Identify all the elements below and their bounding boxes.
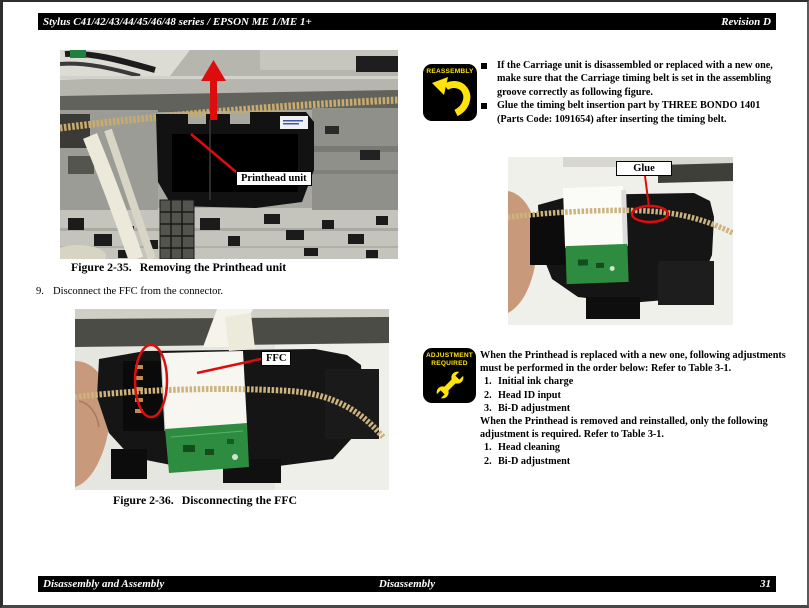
bullet-square-icon xyxy=(481,103,487,110)
figure-2-35-photo: Printhead unit xyxy=(60,50,398,259)
footer-section: Disassembly xyxy=(378,578,436,590)
red-up-arrow-icon xyxy=(201,60,226,120)
header-bar: Stylus C41/42/43/44/45/46/48 series / EP… xyxy=(38,13,776,30)
reassembly-notes: If the Carriage unit is disassembled or … xyxy=(480,59,795,126)
figure-2-36-caption: Figure 2-36. Disconnecting the FFC xyxy=(113,493,297,508)
step-9: 9. Disconnect the FFC from the connector. xyxy=(36,286,223,297)
figure-2-36-photo: FFC xyxy=(75,309,389,490)
reassembly-badge: REASSEMBLY xyxy=(423,64,477,121)
adjustment-list2-item: 2. Bi-D adjustment xyxy=(484,455,571,467)
highlight-ellipse xyxy=(630,204,670,224)
wrench-icon xyxy=(434,370,465,400)
bullet-square-icon xyxy=(481,63,487,69)
figure-title: Disconnecting the FFC xyxy=(181,493,298,507)
adjustment-list1-item: 2. Head ID input xyxy=(484,389,561,401)
header-revision: Revision D xyxy=(721,15,771,28)
ffc-callout: FFC xyxy=(261,351,292,366)
carriage-ffc-illustration xyxy=(75,309,389,490)
adjustment-list2-item: 1. Head cleaning xyxy=(484,442,560,454)
reassembly-bullet-2: Glue the timing belt insertion part by T… xyxy=(480,99,795,126)
callout-line xyxy=(644,175,650,208)
figure-title: Removing the Printhead unit xyxy=(139,260,287,274)
figure-number: Figure 2-35. xyxy=(71,260,132,274)
glue-point-illustration xyxy=(508,157,733,325)
glue-figure-photo: Glue xyxy=(508,157,733,325)
adjustment-badge-label-line1: ADJUSTMENT xyxy=(425,352,474,359)
adjustment-list1-item: 3. Bi-D adjustment xyxy=(484,402,571,414)
adjustment-paragraph-1: When the Printhead is replaced with a ne… xyxy=(480,350,786,375)
curved-reassembly-arrow-icon xyxy=(432,77,471,117)
step-text: Disconnect the FFC from the connector. xyxy=(53,286,224,297)
footer-chapter: Disassembly and Assembly xyxy=(43,578,165,590)
adjustment-required-badge: ADJUSTMENT REQUIRED xyxy=(423,348,476,403)
figure-number: Figure 2-36. xyxy=(113,493,174,507)
callout-line xyxy=(190,133,243,178)
reassembly-badge-label: REASSEMBLY xyxy=(426,68,474,75)
footer-page-number: 31 xyxy=(760,578,771,590)
adjustment-badge-label-line2: REQUIRED xyxy=(431,360,468,367)
callout-line xyxy=(196,357,262,375)
figure-2-35-caption: Figure 2-35. Removing the Printhead unit xyxy=(71,260,286,275)
adjustment-notes: When the Printhead is replaced with a ne… xyxy=(480,349,795,468)
header-title: Stylus C41/42/43/44/45/46/48 series / EP… xyxy=(43,15,312,28)
footer-bar: Disassembly Disassembly and Assembly 31 xyxy=(38,576,776,592)
adjustment-list1-item: 1. Initial ink charge xyxy=(484,376,574,388)
highlight-ellipse xyxy=(133,343,169,419)
reassembly-bullet-1: If the Carriage unit is disassembled or … xyxy=(480,59,795,99)
step-number: 9. xyxy=(36,286,44,297)
glue-callout: Glue xyxy=(616,161,672,176)
printer-interior-illustration xyxy=(60,50,398,259)
adjustment-paragraph-2: When the Printhead is removed and reinst… xyxy=(480,416,768,441)
printhead-unit-callout: Printhead unit xyxy=(236,171,312,186)
